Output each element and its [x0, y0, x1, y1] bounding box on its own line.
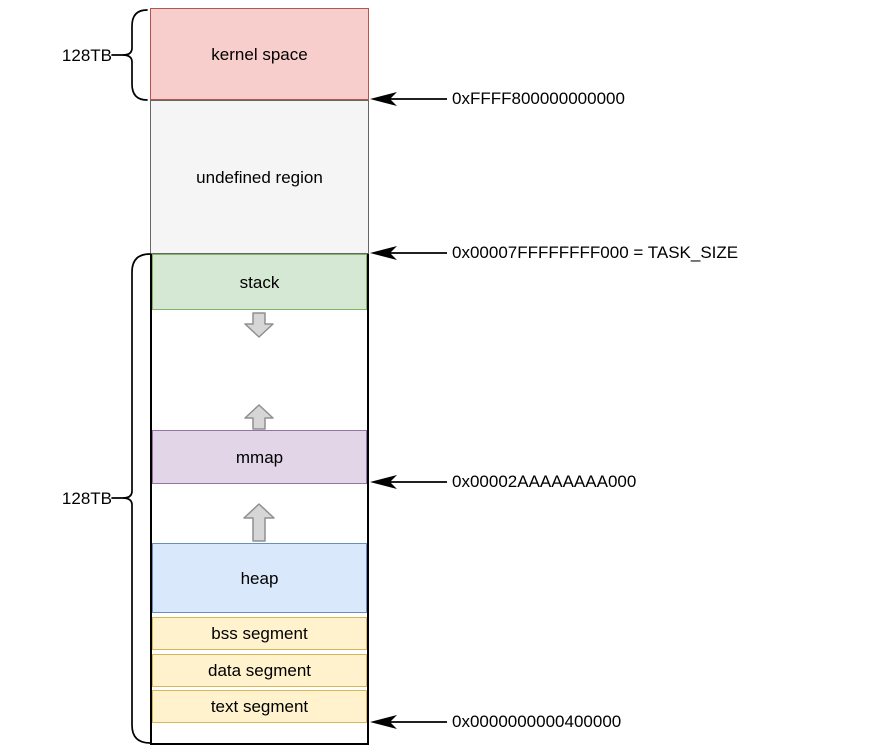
annotation-text-base: 0x0000000000400000: [369, 712, 621, 732]
kernel-size-brace: [122, 9, 148, 101]
left-arrow-icon: [370, 92, 447, 106]
region-label-mmap: mmap: [235, 447, 284, 467]
region-heap: heap: [152, 543, 367, 613]
region-data-segment: data segment: [152, 654, 367, 687]
left-arrow-icon: [370, 715, 447, 729]
region-label-data-segment: data segment: [207, 661, 311, 680]
region-label-undefined: undefined region: [196, 167, 323, 187]
stack-grow-down-arrow-icon: [244, 312, 274, 338]
address-task-size: 0x00007FFFFFFFF000 = TASK_SIZE: [452, 243, 739, 262]
region-bss-segment: bss segment: [152, 617, 367, 650]
region-kernel-space: kernel space: [150, 8, 369, 100]
address-kernel-base: 0xFFFF800000000000: [452, 89, 625, 108]
address-mmap-base: 0x00002AAAAAAAA000: [452, 472, 637, 491]
user-size-label: 128TB: [61, 489, 112, 508]
region-mmap: mmap: [152, 430, 367, 484]
region-label-bss-segment: bss segment: [211, 624, 308, 643]
region-label-text-segment: text segment: [210, 697, 309, 716]
heap-grow-up-arrow-icon: [243, 503, 275, 542]
kernel-size-label: 128TB: [61, 46, 112, 65]
region-text-segment: text segment: [152, 690, 367, 723]
address-text-base: 0x0000000000400000: [452, 712, 622, 731]
region-stack: stack: [152, 254, 367, 310]
region-undefined: undefined region: [150, 100, 369, 254]
annotation-kernel-base: 0xFFFF800000000000: [369, 89, 625, 109]
annotation-task-size: 0x00007FFFFFFFF000 = TASK_SIZE: [369, 243, 738, 263]
mmap-grow-up-arrow-icon: [244, 404, 274, 430]
left-arrow-icon: [370, 246, 447, 260]
region-label-heap: heap: [240, 568, 279, 588]
user-size-brace: [122, 253, 151, 744]
left-arrow-icon: [370, 475, 447, 489]
annotation-mmap-base: 0x00002AAAAAAAA000: [369, 472, 636, 492]
region-label-kernel-space: kernel space: [211, 44, 308, 64]
region-label-stack: stack: [239, 272, 280, 292]
